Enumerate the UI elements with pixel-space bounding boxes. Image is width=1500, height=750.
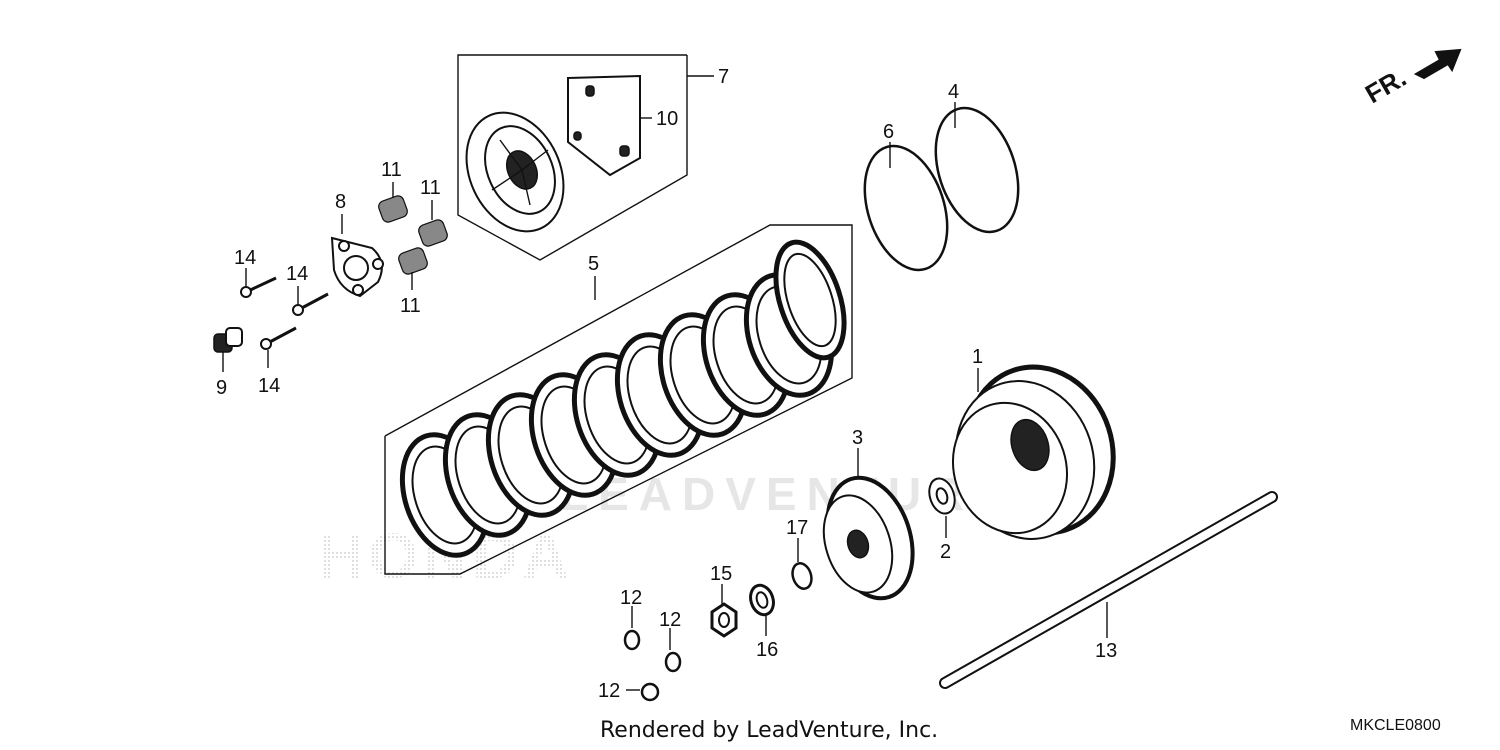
part-16-lock-washer — [749, 583, 775, 617]
callout-2: 2 — [940, 541, 951, 563]
part-7-group-outline — [457, 54, 688, 261]
part-7-pressure-plate — [465, 111, 565, 233]
callout-11a: 11 — [381, 159, 402, 181]
callout-12a: 12 — [620, 587, 642, 609]
direction-label: FR. — [1360, 62, 1411, 109]
part-15-lock-nut — [710, 602, 738, 638]
part-10-cover-plate — [567, 74, 641, 177]
callout-16: 16 — [756, 639, 778, 661]
part-17-washer — [791, 562, 813, 590]
diagram-code: MKCLE0800 — [1350, 717, 1441, 734]
front-direction-arrow: FR. — [1360, 48, 1462, 109]
callout-10: 10 — [656, 108, 678, 130]
callout-8: 8 — [335, 191, 346, 213]
callout-9: 9 — [216, 377, 227, 399]
callout-12c: 12 — [598, 680, 620, 702]
callout-3: 3 — [852, 427, 863, 449]
callout-labels: 1 2 3 4 5 6 7 8 9 10 11 11 11 12 12 12 1… — [216, 66, 1117, 702]
part-2-thrust-washer — [928, 477, 956, 515]
callout-5: 5 — [588, 253, 599, 275]
callout-17: 17 — [786, 517, 808, 539]
part-12-o-ring-b — [664, 651, 682, 673]
callout-6: 6 — [883, 121, 894, 143]
part-12-o-ring-c — [640, 682, 660, 702]
part-9-bolt — [213, 327, 243, 353]
footer-credit: Rendered by LeadVenture, Inc. — [600, 718, 939, 743]
callout-12b: 12 — [659, 609, 681, 631]
callout-14b: 14 — [286, 263, 308, 285]
part-5-clutch-disc-stack — [399, 239, 847, 558]
part-3-clutch-center — [822, 475, 915, 601]
part-13-push-rod — [939, 491, 1278, 689]
callout-15: 15 — [710, 563, 732, 585]
part-8-lifter-plate — [330, 236, 384, 298]
callout-7: 7 — [718, 66, 729, 88]
callout-4: 4 — [948, 81, 959, 103]
callout-14a: 14 — [234, 247, 256, 269]
part-11-clutch-springs — [378, 195, 448, 275]
part-5-disc-group-outline — [384, 224, 853, 575]
part-1-clutch-outer — [951, 364, 1116, 540]
callout-13: 13 — [1095, 640, 1117, 662]
part-6-o-ring — [863, 144, 949, 272]
part-4-o-ring — [934, 106, 1020, 234]
part-12-o-ring-a — [623, 629, 641, 651]
part-14-bolts — [240, 276, 329, 350]
callout-1: 1 — [972, 346, 983, 368]
callout-11c: 11 — [400, 295, 421, 317]
callout-11b: 11 — [420, 177, 441, 199]
callout-14c: 14 — [258, 375, 280, 397]
